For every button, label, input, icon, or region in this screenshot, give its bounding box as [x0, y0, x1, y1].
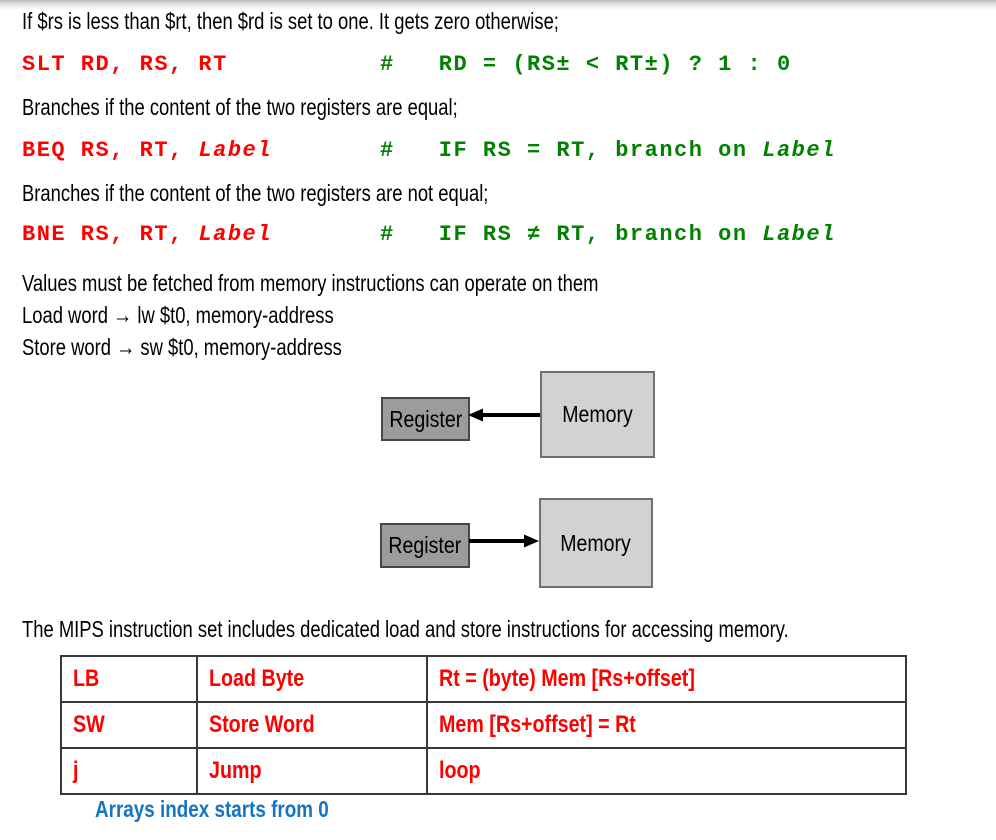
store-word-syntax: sw $t0, memory-address	[135, 334, 342, 360]
table-cell: Rt = (byte) Mem [Rs+offset]	[426, 655, 907, 703]
page-top-shadow	[0, 0, 996, 10]
bne-instruction-pre: BNE RS, RT,	[22, 222, 199, 247]
bne-comment-label-italic: Label	[762, 222, 836, 247]
code-line-slt: SLT RD, RS, RT # RD = (RS± < RT±) ? 1 : …	[0, 52, 996, 78]
code-line-bne: BNE RS, RT, Label # IF RS ≠ RT, branch o…	[0, 222, 996, 248]
paragraph-slt-description: If $rs is less than $rt, then $rd is set…	[22, 8, 559, 34]
table-row: LB Load Byte Rt = (byte) Mem [Rs+offset]	[60, 655, 907, 703]
paragraph-load-word: Load word → lw $t0, memory-address	[22, 302, 334, 329]
cell-mnemonic: SW	[73, 711, 105, 738]
slt-comment-text: # RD = (RS± < RT±) ? 1 : 0	[380, 52, 792, 77]
bne-label-italic: Label	[198, 222, 272, 247]
register-box: Register	[381, 397, 470, 441]
register-box: Register	[380, 523, 470, 568]
memory-box-label: Memory	[562, 401, 633, 427]
beq-instruction-text: BEQ RS, RT, Label	[22, 138, 272, 164]
paragraph-mips-instruction-set: The MIPS instruction set includes dedica…	[22, 616, 789, 642]
table-cell: loop	[426, 747, 907, 795]
beq-comment-label-italic: Label	[762, 138, 836, 163]
memory-box: Memory	[539, 498, 653, 588]
memory-box-label: Memory	[560, 529, 632, 556]
table-cell: j	[60, 747, 198, 795]
paragraph-memory-values: Values must be fetched from memory instr…	[22, 270, 599, 296]
bne-instruction-text: BNE RS, RT, Label	[22, 222, 272, 248]
cell-mnemonic: j	[73, 757, 79, 784]
beq-comment-text: # IF RS = RT, branch on Label	[380, 138, 836, 164]
register-box-label: Register	[388, 532, 462, 558]
table-row: SW Store Word Mem [Rs+offset] = Rt	[60, 701, 907, 749]
cell-semantics: Mem [Rs+offset] = Rt	[439, 711, 636, 738]
table-cell: Store Word	[196, 701, 428, 749]
cell-semantics: Rt = (byte) Mem [Rs+offset]	[439, 665, 695, 692]
cell-name: Jump	[209, 757, 262, 784]
beq-instruction-pre: BEQ RS, RT,	[22, 138, 199, 163]
load-arrow-icon	[468, 408, 540, 422]
table-cell: SW	[60, 701, 198, 749]
store-word-text: Store word	[22, 334, 117, 360]
table-cell: LB	[60, 655, 198, 703]
paragraph-store-word: Store word → sw $t0, memory-address	[22, 334, 342, 361]
right-arrow-icon: →	[113, 302, 133, 329]
bne-comment-text: # IF RS ≠ RT, branch on Label	[380, 222, 836, 248]
cell-name: Store Word	[209, 711, 315, 738]
store-arrow-icon	[469, 534, 539, 548]
footnote-arrays-index: Arrays index starts from 0	[95, 796, 329, 822]
memory-box: Memory	[540, 371, 655, 458]
bne-comment-pre: # IF RS ≠ RT, branch on	[380, 222, 763, 247]
paragraph-beq-description: Branches if the content of the two regis…	[22, 94, 458, 120]
table-cell: Jump	[196, 747, 428, 795]
code-line-beq: BEQ RS, RT, Label # IF RS = RT, branch o…	[0, 138, 996, 164]
cell-mnemonic: LB	[73, 665, 100, 692]
slt-instruction-text: SLT RD, RS, RT	[22, 52, 228, 77]
beq-comment-pre: # IF RS = RT, branch on	[380, 138, 763, 163]
table-cell: Load Byte	[196, 655, 428, 703]
instruction-table: LB Load Byte Rt = (byte) Mem [Rs+offset]…	[60, 655, 907, 795]
beq-label-italic: Label	[198, 138, 272, 163]
cell-name: Load Byte	[209, 665, 305, 692]
cell-semantics: loop	[439, 757, 481, 784]
table-row: j Jump loop	[60, 747, 907, 795]
table-cell: Mem [Rs+offset] = Rt	[426, 701, 907, 749]
paragraph-bne-description: Branches if the content of the two regis…	[22, 180, 489, 206]
right-arrow-icon: →	[116, 334, 136, 361]
load-word-text: Load word	[22, 302, 114, 328]
load-word-syntax: lw $t0, memory-address	[132, 302, 334, 328]
register-box-label: Register	[389, 405, 462, 432]
